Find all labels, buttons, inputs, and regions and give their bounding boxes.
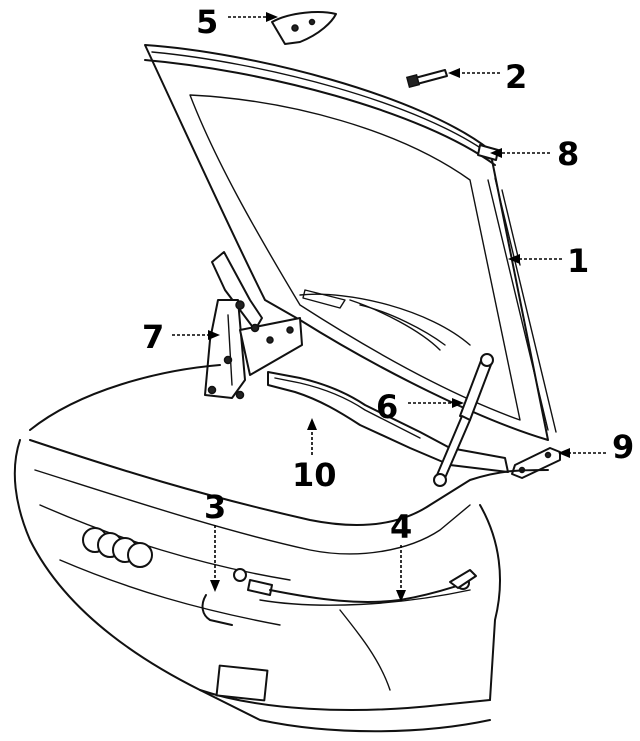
part-3-latch [201, 568, 273, 626]
part-6-gas-strut [433, 353, 494, 487]
part-5-bracket [271, 11, 337, 45]
arrow-3 [210, 580, 220, 592]
arrow-9 [558, 448, 570, 458]
arrow-5 [266, 12, 278, 22]
callouts: 5 2 8 1 7 6 9 10 3 4 [142, 3, 634, 602]
callout-4: 4 [390, 508, 412, 546]
callout-1: 1 [567, 242, 589, 280]
trunk-lid [144, 44, 549, 441]
callout-7: 7 [142, 318, 164, 356]
part-7-hinge [204, 251, 303, 400]
arrow-1 [508, 254, 520, 264]
callout-3: 3 [204, 488, 226, 526]
arrow-6 [452, 398, 464, 408]
callout-2: 2 [505, 58, 527, 96]
arrow-7 [208, 330, 220, 340]
callout-9: 9 [612, 428, 634, 466]
callout-10: 10 [292, 456, 337, 494]
part-2-bolt [405, 69, 448, 89]
part-9-bracket [511, 447, 561, 479]
part-1-weatherstrip [487, 177, 557, 433]
callout-8: 8 [557, 135, 579, 173]
arrow-2 [448, 68, 460, 78]
arrow-8 [490, 148, 502, 158]
part-4-cable [269, 569, 477, 603]
arrow-10 [307, 418, 317, 430]
callout-6: 6 [376, 388, 398, 426]
part-8-molding [477, 144, 499, 161]
arrow-4 [396, 590, 406, 602]
car-rear-body [13, 364, 549, 733]
callout-5: 5 [196, 3, 218, 41]
